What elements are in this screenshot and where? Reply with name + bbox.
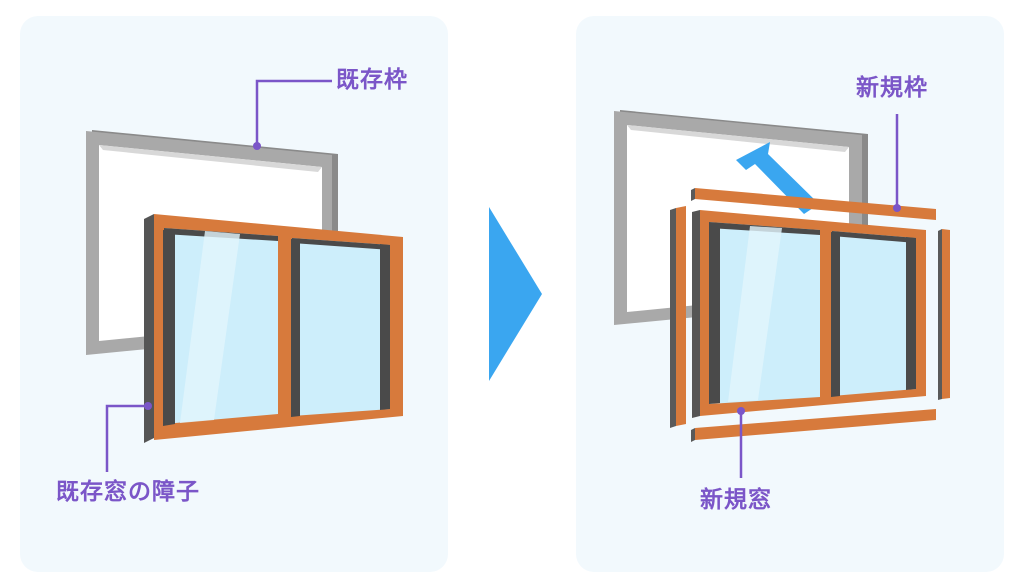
existing-sash-leader (105, 402, 152, 472)
new-frame-pieces (670, 188, 950, 442)
new-frame-label: 新規枠 (856, 75, 928, 101)
removal-arrow-icon (736, 142, 819, 214)
existing-frame-leader (253, 79, 332, 150)
existing-frame-label: 既存枠 (336, 67, 408, 93)
new-frame-leader (893, 114, 901, 212)
new-window-label: 新規窓 (700, 487, 772, 513)
existing-sash-label: 既存窓の障子 (56, 479, 200, 505)
step-arrow-icon (489, 207, 542, 381)
existing-sash-illustration (144, 214, 403, 443)
new-window-leader (737, 407, 745, 478)
new-window-illustration (692, 210, 926, 418)
